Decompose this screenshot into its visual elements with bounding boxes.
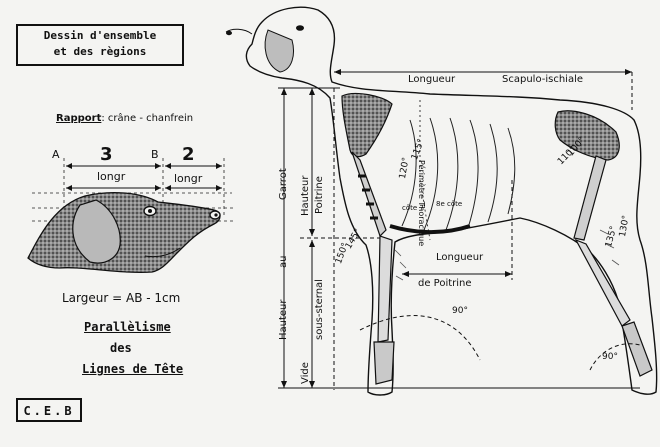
ratio-skull: 3	[100, 144, 113, 165]
rapport-caption: Rapport: crâne - chanfrein	[56, 113, 193, 124]
longueur-label: Longueur	[408, 74, 456, 85]
dog-body-diagram	[225, 6, 658, 396]
vide-sous-sternal-1: Vide	[300, 362, 311, 384]
hauteur-poitrine-2: Poitrine	[314, 176, 325, 214]
cote-7-label: côte 7	[402, 204, 424, 212]
rapport-label: Rapport	[56, 113, 102, 124]
parallelisme-line-1: Parallèlisme	[84, 320, 171, 334]
largeur-formula: Largeur = AB - 1cm	[62, 291, 181, 305]
point-b-label: B	[151, 148, 159, 161]
title-box: Dessin d'ensemble et des règions	[16, 24, 184, 66]
angle-90-rear: 90°	[602, 352, 618, 362]
muzzle-length-label: longr	[174, 172, 203, 185]
longueur-poitrine-2: de Poitrine	[418, 278, 472, 289]
title-line-1: Dessin d'ensemble	[43, 29, 157, 42]
title-line-2: et des règions	[53, 45, 147, 58]
point-a-label: A	[52, 148, 60, 161]
longueur-poitrine-1: Longueur	[436, 252, 484, 263]
hauteur-poitrine-1: Hauteur	[300, 175, 311, 216]
skull-length-label: longr	[97, 170, 126, 183]
head-diagram	[27, 158, 236, 273]
angle-90-front: 90°	[452, 306, 468, 316]
ceb-logo-box: C.E.B	[16, 398, 82, 422]
hauteur-garrot-1: Hauteur	[278, 299, 289, 340]
ratio-muzzle: 2	[182, 144, 195, 165]
vide-sous-sternal-2: sous-sternal	[314, 279, 325, 340]
cote-8-label: 8e côte	[436, 200, 463, 208]
scapulo-ischiale-label: Scapulo-ischiale	[502, 74, 584, 85]
hauteur-garrot-3: Garrot	[278, 168, 289, 200]
parallelisme-line-3: Lignes de Tête	[82, 362, 184, 376]
parallelisme-line-2: des	[110, 341, 132, 355]
hauteur-garrot-2: au	[278, 255, 289, 268]
rapport-text: : crâne - chanfrein	[101, 113, 194, 124]
